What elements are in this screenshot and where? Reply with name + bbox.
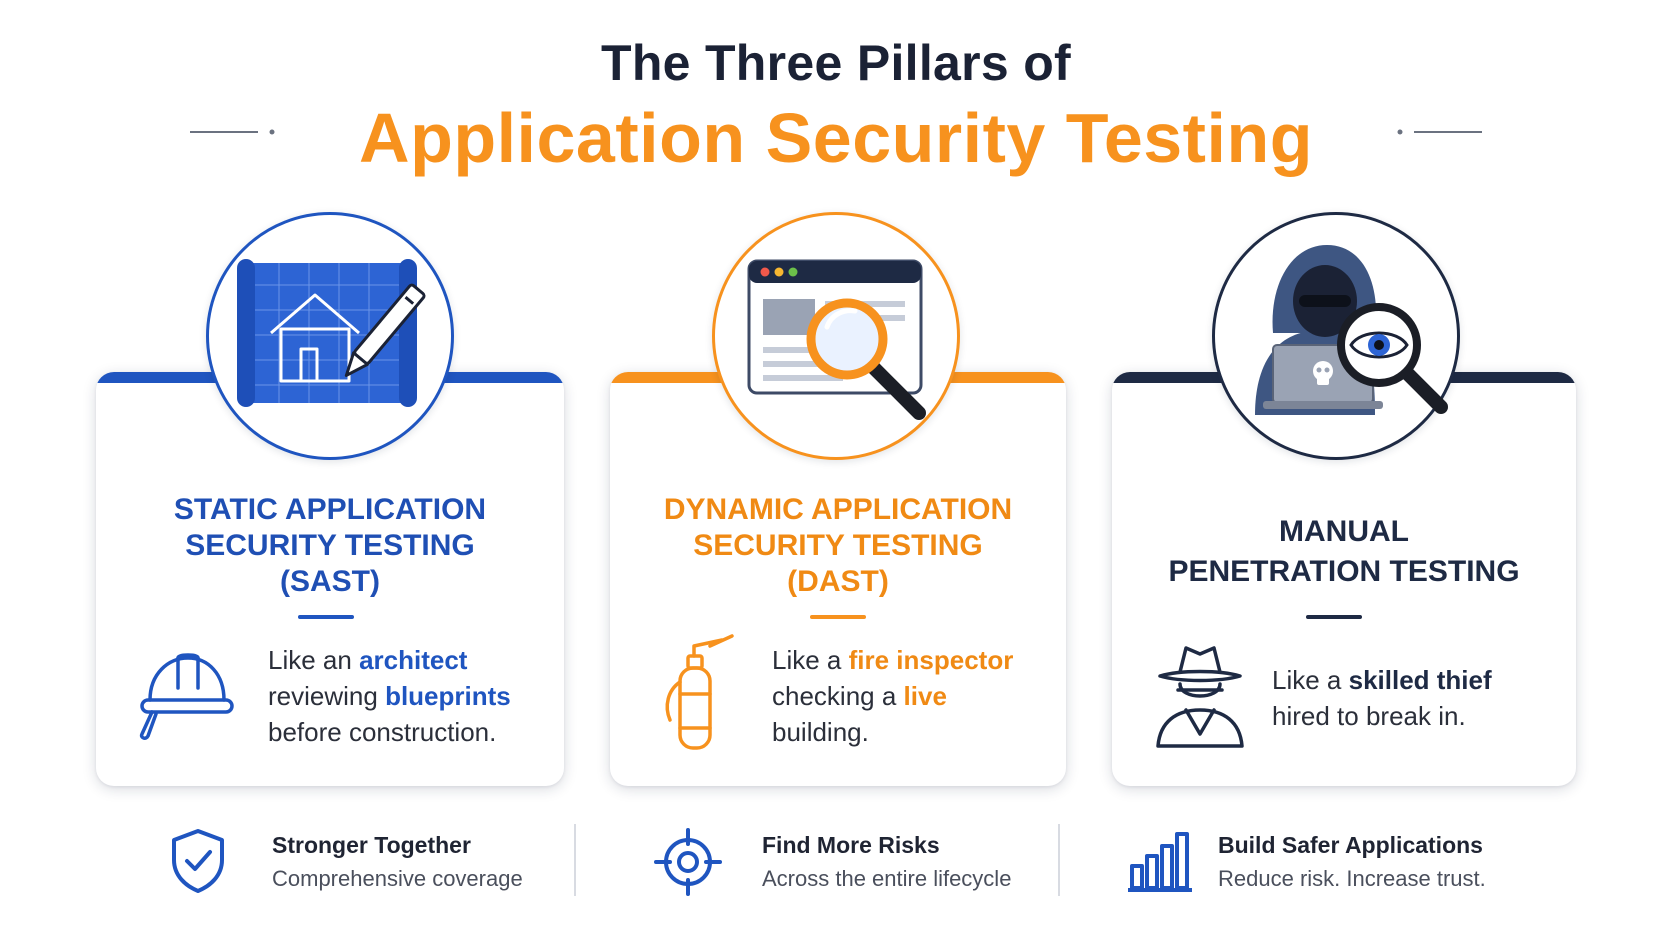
browser-magnifier-icon: [747, 259, 926, 420]
analogy-plain: Like an: [268, 645, 360, 675]
emblem-dast: [712, 212, 960, 460]
hacker-eye-icon: [1255, 245, 1448, 415]
analogy-plain: reviewing: [268, 681, 386, 711]
spy-icon: [1156, 646, 1244, 748]
analogy-highlight: blueprints: [385, 681, 511, 711]
analogy-plain: Like a: [772, 645, 849, 675]
footer-title: Stronger Together: [272, 832, 471, 858]
fire-extinguisher-icon: [665, 634, 734, 750]
footer-subtitle: Comprehensive coverage: [272, 866, 523, 891]
title-underline: [1306, 615, 1362, 619]
analogy-highlight: architect: [359, 645, 468, 675]
analogy-plain: Like a: [1272, 665, 1349, 695]
analogy-plain: hired to break in.: [1272, 701, 1466, 731]
analogy-highlight: fire inspector: [848, 645, 1014, 675]
title-top: The Three Pillars of: [600, 35, 1071, 91]
footer-divider: [574, 824, 576, 896]
emblem-manual: [1212, 212, 1460, 460]
analogy-highlight: live: [903, 681, 947, 711]
footer-title: Find More Risks: [762, 832, 940, 858]
analogy-text: Like an architect reviewing blueprints b…: [268, 642, 511, 750]
title-underline: [298, 615, 354, 619]
title-main: Application Security Testing: [359, 99, 1313, 177]
footer-divider: [1058, 824, 1060, 896]
analogy-text: Like a fire inspector checking a live bu…: [772, 642, 1013, 750]
bar-chart-icon: [1128, 832, 1192, 892]
hard-hat-icon: [139, 653, 234, 740]
shield-check-icon: [172, 829, 224, 893]
footer-title: Build Safer Applications: [1218, 832, 1483, 858]
pillar-title: DYNAMIC APPLICATION SECURITY TESTING (DA…: [663, 493, 1013, 598]
title-right-decoration: [1397, 129, 1482, 135]
pillar-title: MANUAL PENETRATION TESTING: [1168, 515, 1520, 588]
analogy-text: Like a skilled thief hired to break in.: [1272, 662, 1492, 734]
footer-subtitle: Reduce risk. Increase trust.: [1218, 866, 1486, 891]
title-left-decoration: [190, 129, 275, 135]
title-underline: [810, 615, 866, 619]
analogy-plain: building.: [772, 717, 869, 747]
emblem-sast: [206, 212, 454, 460]
footer-subtitle: Across the entire lifecycle: [762, 866, 1012, 891]
analogy-highlight: skilled thief: [1348, 665, 1492, 695]
pillar-title: STATIC APPLICATION SECURITY TESTING (SAS…: [173, 493, 487, 598]
blueprint-icon: [237, 259, 426, 407]
target-icon: [654, 828, 722, 896]
analogy-plain: checking a: [772, 681, 904, 711]
analogy-plain: before construction.: [268, 717, 497, 747]
